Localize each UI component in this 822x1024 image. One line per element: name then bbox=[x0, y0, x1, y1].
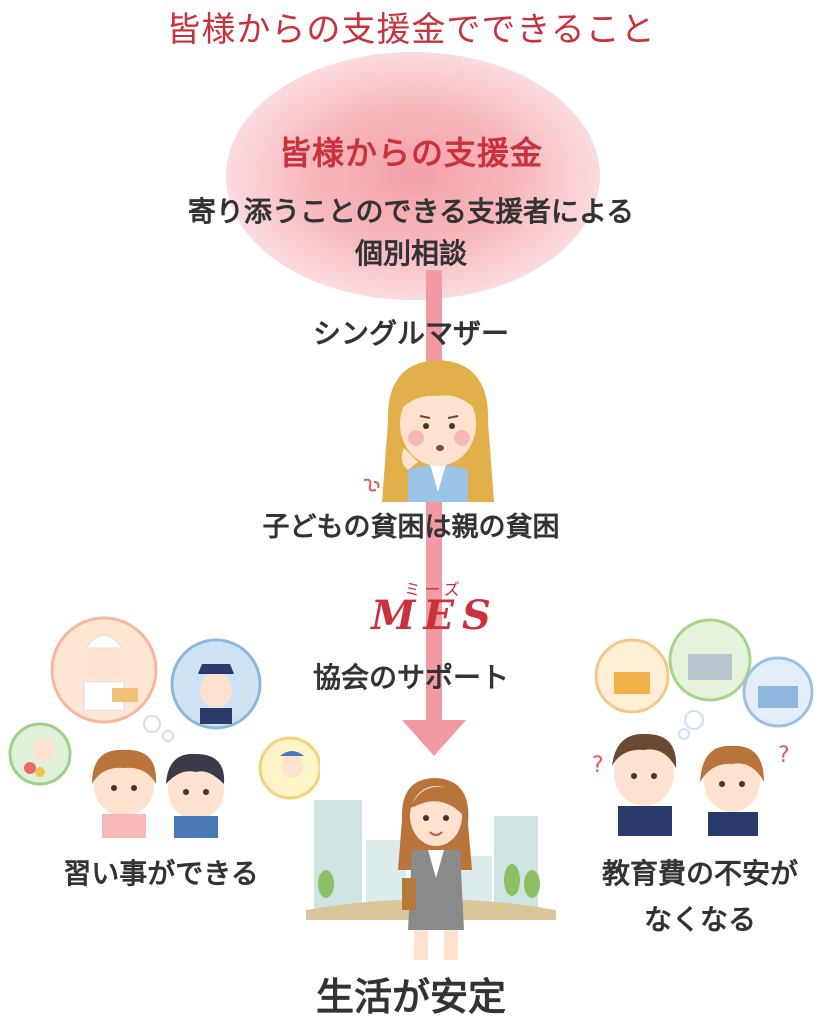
working-mother-city-illustration bbox=[306, 778, 556, 960]
worried-mother-illustration bbox=[382, 360, 494, 502]
father bbox=[612, 733, 677, 836]
question-mark-icon: ? bbox=[778, 743, 790, 768]
education-label-line1: 教育費の不安が bbox=[601, 857, 798, 890]
working-woman bbox=[398, 778, 472, 960]
single-mother-label: シングルマザー bbox=[312, 317, 509, 350]
boy-child bbox=[166, 753, 225, 838]
mes-ruby: ミーズ bbox=[404, 580, 464, 599]
thinking-clouds bbox=[678, 710, 704, 740]
poverty-caption: 子どもの貧困は親の貧困 bbox=[262, 512, 560, 543]
education-label-line2: なくなる bbox=[643, 903, 756, 936]
parents-education-illustration: ? ? bbox=[592, 618, 814, 836]
sigh-icon bbox=[363, 478, 380, 492]
mother bbox=[700, 745, 764, 836]
children-dreams-illustration bbox=[8, 616, 320, 838]
school-bubbles bbox=[594, 618, 814, 728]
support-desc-line2: 個別相談 bbox=[354, 237, 467, 270]
lessons-label: 習い事ができる bbox=[63, 857, 259, 890]
association-support-label: 協会のサポート bbox=[312, 661, 509, 694]
mes-logo: MES bbox=[371, 592, 499, 639]
support-title: 皆様からの支援金 bbox=[278, 134, 543, 172]
question-mark-icon: ? bbox=[592, 753, 604, 778]
support-desc-line1: 寄り添うことのできる支援者による bbox=[187, 195, 635, 228]
trees bbox=[318, 864, 540, 898]
flow-arrow-head bbox=[402, 720, 466, 756]
stable-life-label: 生活が安定 bbox=[315, 975, 506, 1019]
support-glow bbox=[226, 52, 600, 300]
girl-child bbox=[92, 749, 157, 838]
pastry-chef-bubble bbox=[50, 616, 158, 724]
page-title: 皆様からの支援金でできること bbox=[166, 10, 656, 50]
mechanic-bubble bbox=[258, 736, 320, 800]
station-staff-bubble bbox=[170, 638, 262, 730]
florist-bubble bbox=[8, 722, 72, 786]
